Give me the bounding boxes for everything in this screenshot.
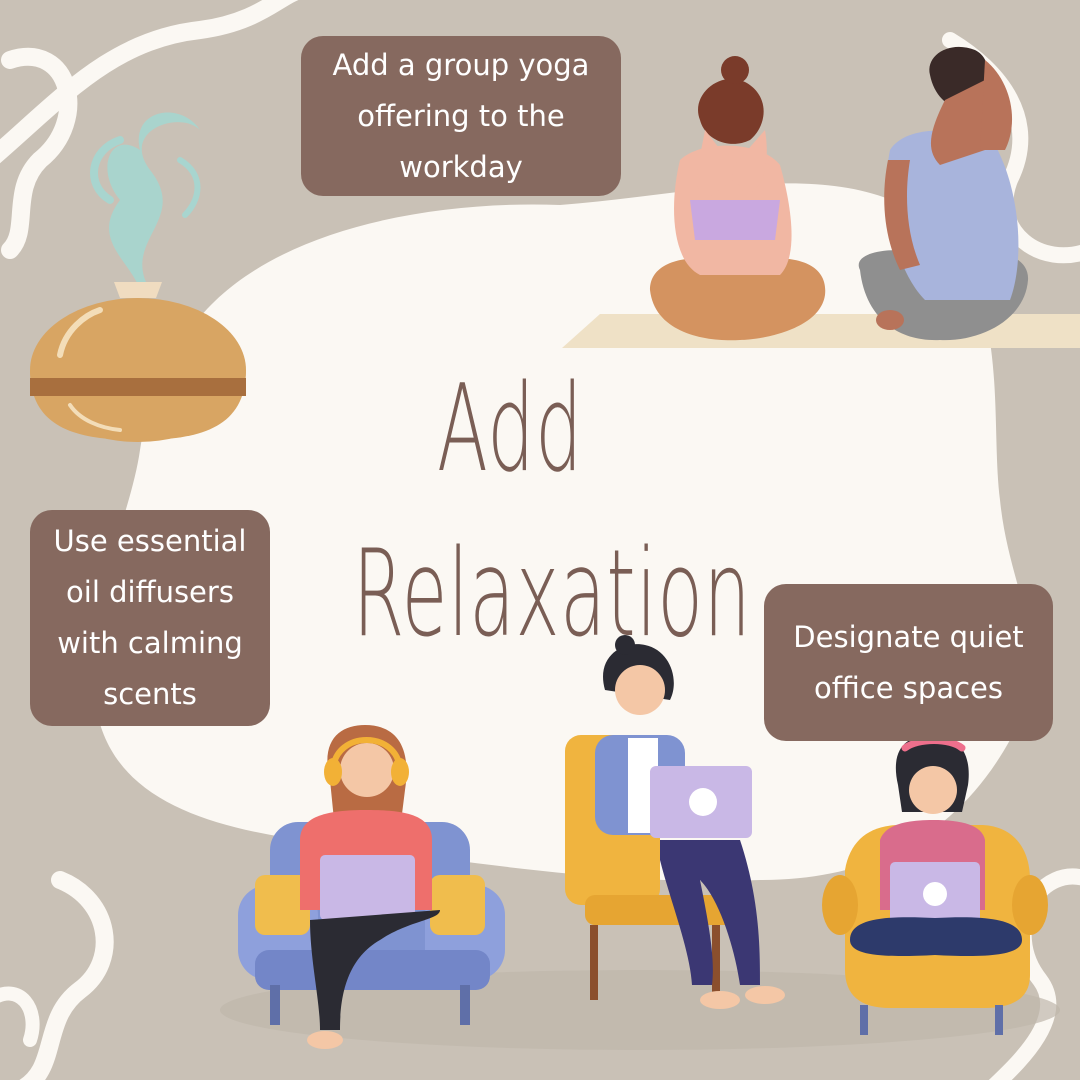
tip-card-essential-oils: Use essential oil diffusers with calming… [30,510,270,726]
title-line-2: Relaxation [352,525,752,664]
tip-card-quiet-spaces: Designate quiet office spaces [764,584,1053,741]
tip-oils-text: Use essential oil diffusers with calming… [53,524,247,711]
tip-quiet-text: Designate quiet office spaces [793,619,1024,705]
tip-yoga-text: Add a group yoga offering to the workday [332,47,590,184]
title-line-1: Add [437,360,583,499]
tip-card-yoga: Add a group yoga offering to the workday [301,36,621,196]
